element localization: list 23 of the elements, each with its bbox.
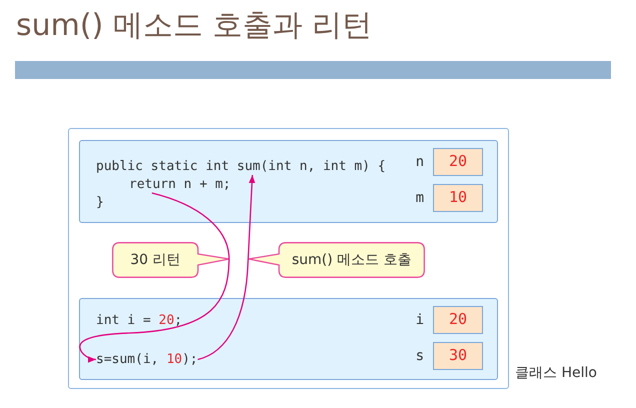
variable-name: m <box>416 190 424 206</box>
code-line: s=sum(i, 10); <box>96 351 198 368</box>
code-line: } <box>96 194 104 211</box>
code-line: return n + m; <box>129 176 231 193</box>
value-box: 30 <box>433 342 483 370</box>
code-line: public static int sum(int n, int m) { <box>96 158 386 175</box>
code-line: int i = 20; <box>96 312 182 329</box>
variable-name: s <box>416 348 424 364</box>
value-box: 20 <box>433 148 483 176</box>
code-panel <box>79 140 498 223</box>
callout-text: sum() 메소드 호출 <box>292 251 412 269</box>
arrow <box>198 174 256 360</box>
title-band <box>15 61 611 79</box>
code-panel <box>79 298 498 380</box>
value-box: 20 <box>433 306 483 334</box>
callout-text: 30 리턴 <box>130 251 180 269</box>
class-label: 클래스 Hello <box>515 364 597 382</box>
arrow <box>79 192 230 362</box>
variable-name: i <box>416 312 424 328</box>
class-box <box>68 128 509 389</box>
value-box: 10 <box>433 184 483 212</box>
page-title: sum() 메소드 호출과 리턴 <box>16 7 372 45</box>
variable-name: n <box>416 154 424 170</box>
